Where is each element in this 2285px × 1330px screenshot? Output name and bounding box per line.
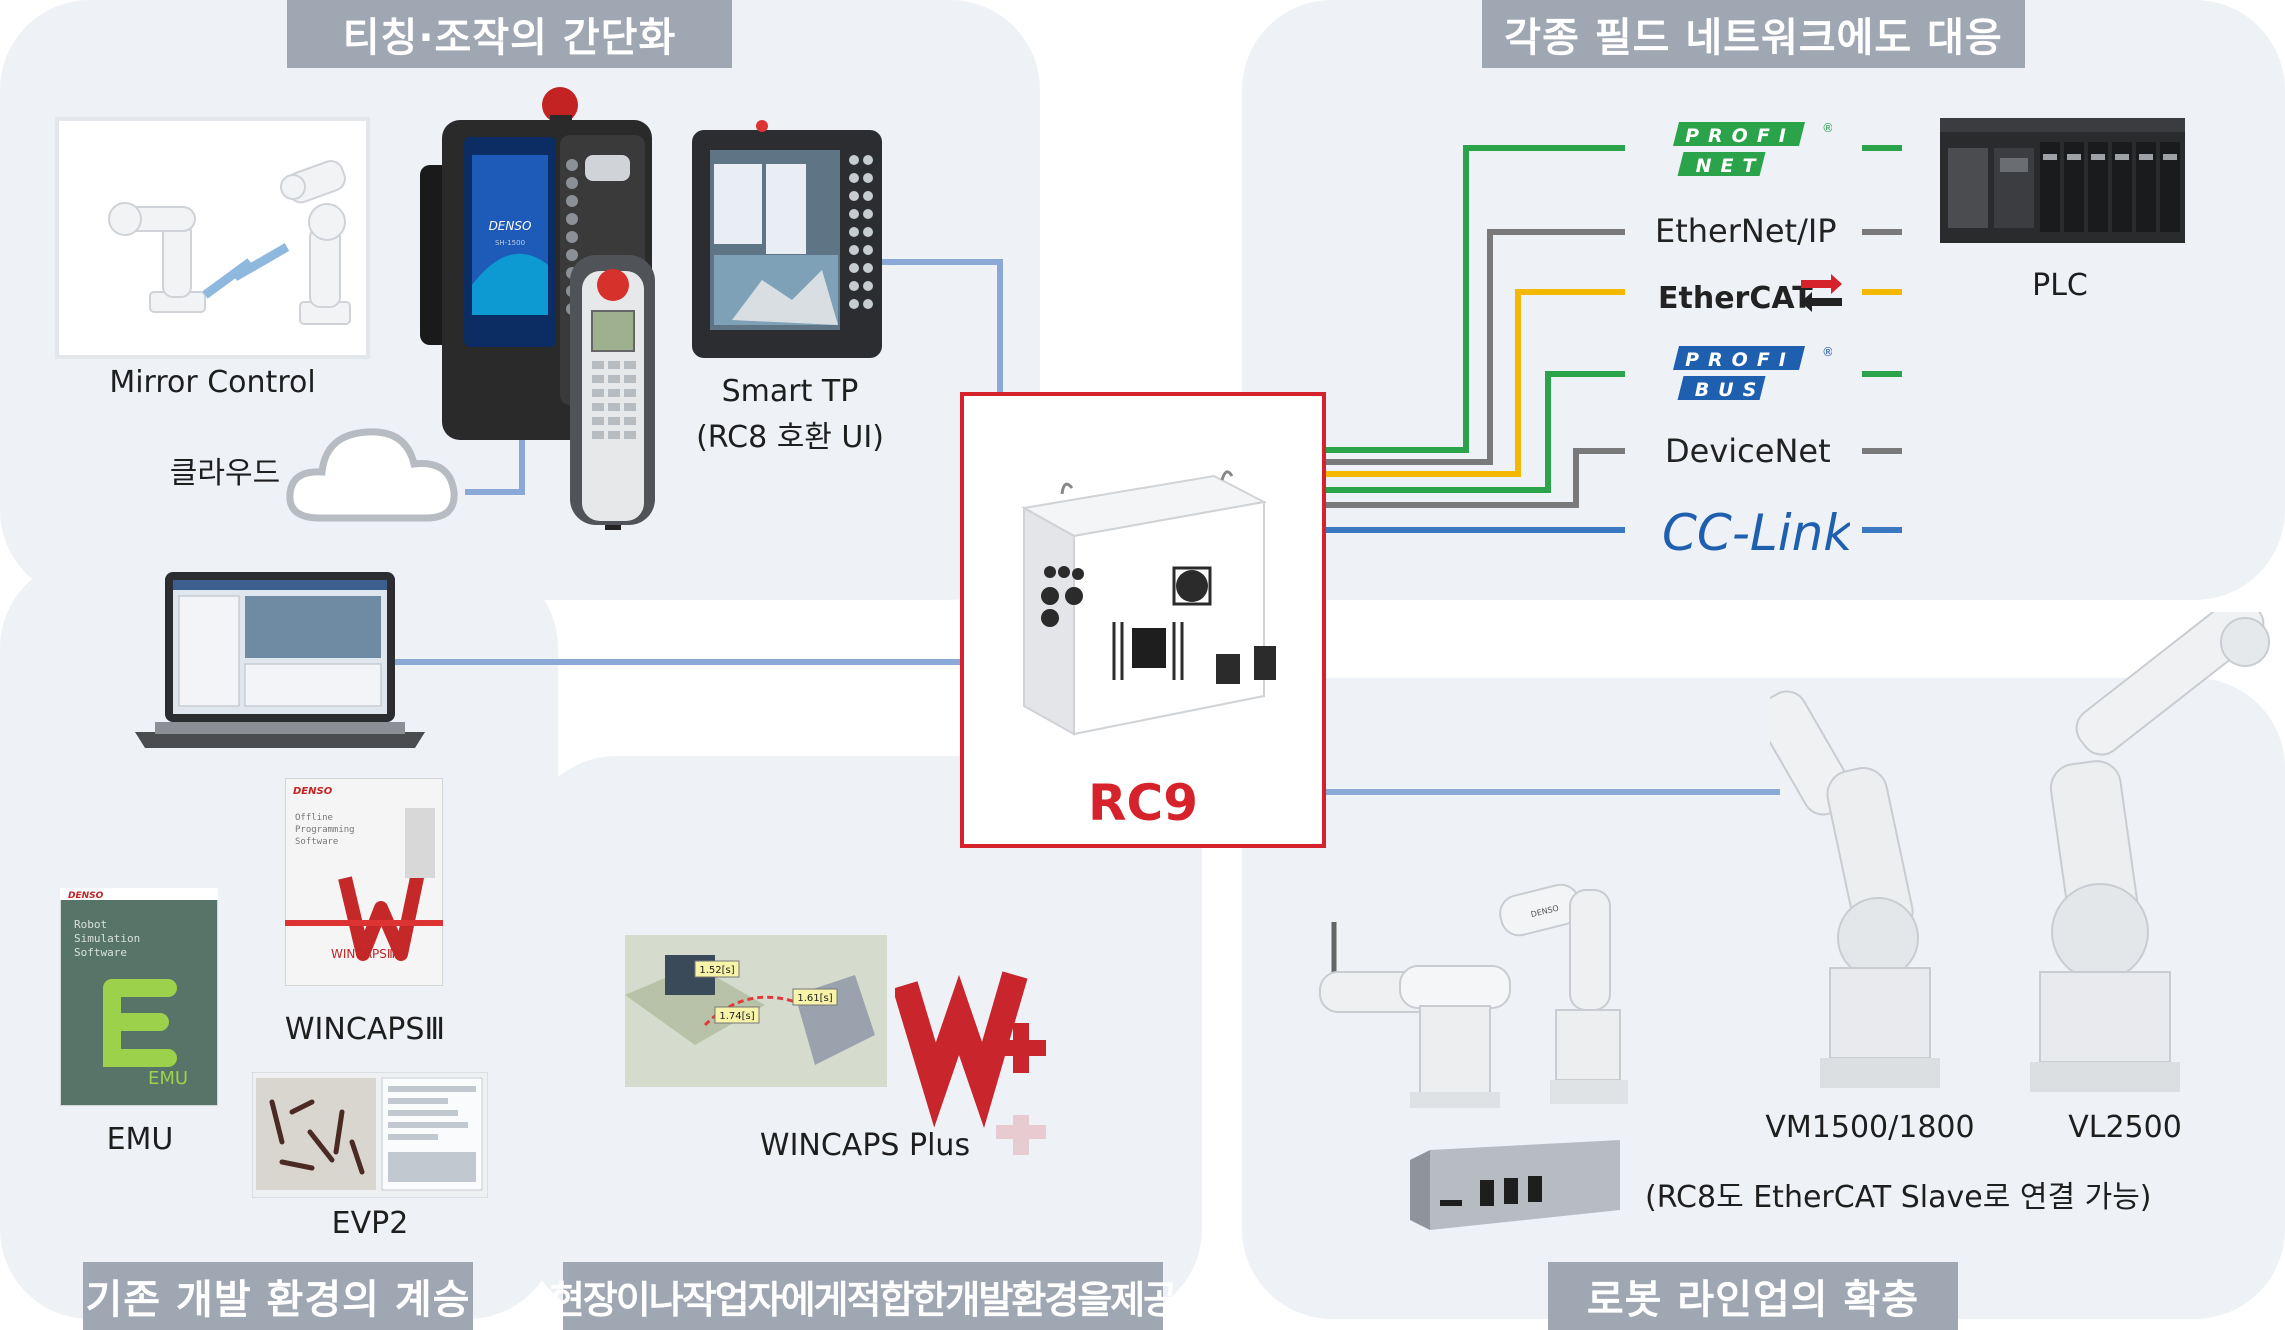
svg-text:DENSO: DENSO: [293, 786, 333, 797]
rc9-controller-image: [1021, 470, 1276, 736]
controller-unit-image: [1410, 1140, 1630, 1232]
vl-robot-label: VL2500: [2068, 1110, 2182, 1145]
devicenet-label: DeviceNet: [1665, 432, 1831, 470]
emu-box-image: DENSO Robot Simulation Software EMU: [59, 887, 219, 1107]
svg-text:EMU: EMU: [148, 1068, 188, 1089]
svg-text:EtherCAT: EtherCAT: [1658, 281, 1813, 316]
svg-text:Software: Software: [295, 837, 338, 847]
vm-robot-label: VM1500/1800: [1765, 1110, 1975, 1145]
svg-text:1.74[s]: 1.74[s]: [719, 1011, 754, 1022]
teach-pendant-image: DENSO SH-1500: [420, 85, 680, 530]
ethernet-ip-label: EtherNet/IP: [1655, 212, 1837, 250]
svg-text:Simulation: Simulation: [74, 932, 140, 945]
svg-text:®: ®: [1822, 345, 1832, 359]
section-title-teaching: 티칭·조작의 간단화: [287, 0, 732, 68]
small-articulated-robot-image: DENSO: [1490, 860, 1640, 1115]
svg-text:BUS: BUS: [1695, 379, 1766, 401]
svg-text:1.61[s]: 1.61[s]: [797, 993, 832, 1004]
svg-text:DENSO: DENSO: [489, 219, 532, 233]
ethercat-logo: EtherCAT: [1656, 270, 1846, 318]
svg-text:DENSO: DENSO: [68, 891, 104, 901]
svg-text:WINCAPSⅢ: WINCAPSⅢ: [331, 947, 395, 961]
smart-tp-sublabel: (RC8 호환 UI): [696, 420, 884, 455]
plc-image: [1940, 118, 2185, 248]
svg-text:1.52[s]: 1.52[s]: [699, 965, 734, 976]
vl-robot-image: [1990, 596, 2280, 1100]
smart-tp-label: Smart TP: [721, 374, 859, 409]
ethercat-note: (RC8도 EtherCAT Slave로 연결 가능): [1645, 1180, 2152, 1215]
svg-text:Programming: Programming: [295, 825, 355, 835]
wincaps3-box-image: DENSO Offline Programming Software WINCA…: [284, 777, 444, 987]
mirror-control-image: [55, 117, 370, 359]
evp2-image: [251, 1071, 489, 1199]
svg-text:Offline: Offline: [295, 813, 333, 823]
svg-text:SH-1500: SH-1500: [495, 239, 525, 247]
profibus-logo: PROFI BUS ®: [1662, 342, 1834, 406]
svg-text:PROFI: PROFI: [1685, 125, 1795, 147]
section-title-network: 각종 필드 네트워크에도 대응: [1482, 0, 2025, 68]
svg-text:PROFI: PROFI: [1685, 349, 1795, 371]
svg-text:Robot: Robot: [74, 918, 107, 931]
wincaps-plus-screen-image: 1.52[s] 1.74[s] 1.61[s]: [625, 935, 887, 1087]
svg-text:Software: Software: [74, 946, 127, 959]
evp2-label: EVP2: [331, 1206, 409, 1241]
laptop-image: [135, 572, 425, 758]
wincaps-plus-logo: [892, 965, 1075, 1175]
plc-label: PLC: [2032, 268, 2088, 303]
profinet-logo: PROFI NET ®: [1662, 118, 1834, 182]
scara-robot-image: [1310, 912, 1520, 1112]
mirror-control-label: Mirror Control: [109, 365, 316, 400]
emu-label: EMU: [106, 1122, 174, 1157]
svg-text:CC-Link: CC-Link: [1662, 504, 1850, 560]
wincaps3-label: WINCAPSⅢ: [284, 1012, 446, 1047]
smart-tp-image: [692, 120, 882, 360]
rc9-label: RC9: [1088, 774, 1198, 832]
svg-text:NET: NET: [1696, 155, 1765, 177]
cloud-label: 클라우드: [169, 456, 281, 491]
wincaps-plus-label: WINCAPS Plus: [759, 1128, 971, 1163]
rc9-controller-box: RC9: [960, 392, 1326, 848]
cc-link-logo: CC-Link: [1660, 498, 1854, 562]
network-panel: [1242, 0, 2285, 600]
svg-text:®: ®: [1822, 121, 1832, 135]
cloud-icon: [280, 410, 465, 530]
vm-robot-image: [1757, 668, 1970, 1098]
